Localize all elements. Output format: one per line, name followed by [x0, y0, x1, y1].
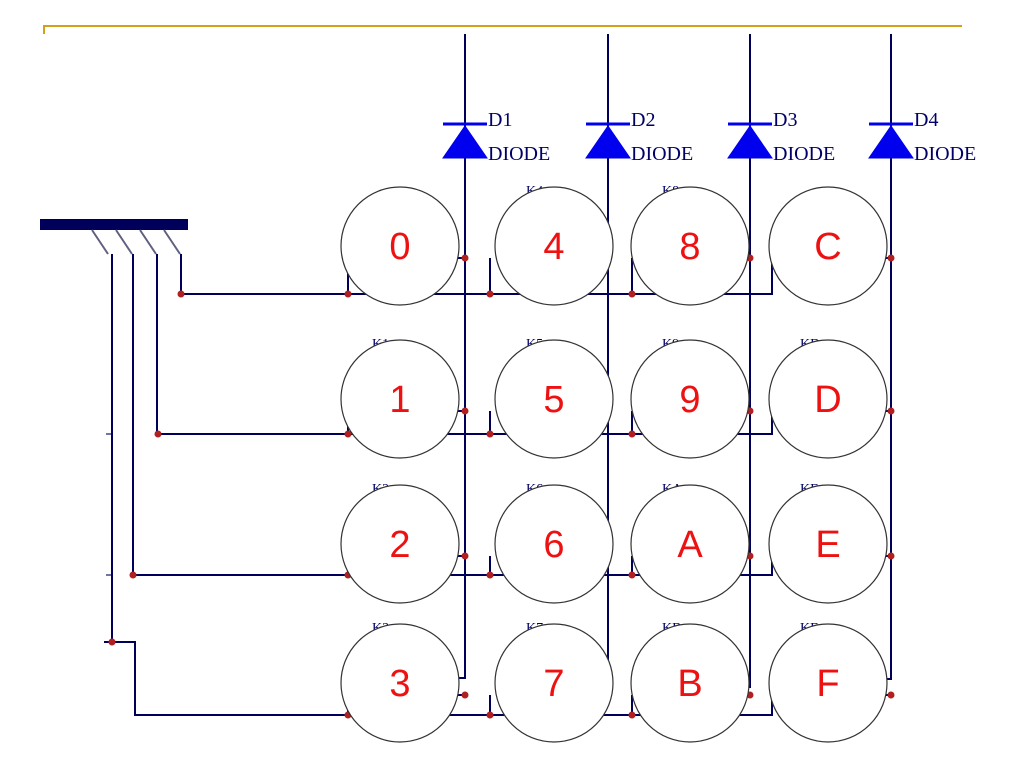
diode-ref-label: D4: [914, 109, 938, 131]
junction-dot: [486, 290, 494, 298]
junction-dot: [628, 430, 636, 438]
diode-value-label: DIODE: [773, 143, 835, 165]
key-label: B: [677, 663, 702, 705]
diode-triangle-icon: [585, 125, 631, 159]
junction-dot: [887, 254, 895, 262]
junction-dot: [887, 691, 895, 699]
key-circle: [494, 186, 614, 306]
key-6: 6: [494, 484, 614, 604]
key-circle: [768, 623, 888, 743]
bus-entry-4: [163, 229, 181, 255]
junction-dot: [344, 290, 352, 298]
key-label: 0: [389, 226, 410, 268]
key-circle: [630, 484, 750, 604]
junction-dot: [486, 430, 494, 438]
key-label: 8: [679, 226, 700, 268]
diode-triangle-icon: [868, 125, 914, 159]
key-2: 2: [340, 484, 460, 604]
key-label: 5: [543, 379, 564, 421]
key-label: A: [677, 524, 703, 566]
key-circle: [494, 339, 614, 459]
diode-value-label: DIODE: [488, 143, 550, 165]
key-5: 5: [494, 339, 614, 459]
junction-dot: [129, 571, 137, 579]
junction-dot: [108, 638, 116, 646]
key-F: F: [768, 623, 888, 743]
key-circle: [340, 623, 460, 743]
key-B: B: [630, 623, 750, 743]
junction-dot: [177, 290, 185, 298]
bus-entry-1: [91, 229, 109, 255]
key-label: D: [814, 379, 841, 421]
diode-ref-label: D3: [773, 109, 797, 131]
key-label: 4: [543, 226, 564, 268]
key-circle: [340, 339, 460, 459]
key-1: 1: [340, 339, 460, 459]
junction-dot: [461, 407, 469, 415]
key-E: E: [768, 484, 888, 604]
junction-dot: [461, 254, 469, 262]
junction-dot: [628, 571, 636, 579]
junction-dot: [486, 571, 494, 579]
key-circle: [340, 484, 460, 604]
diode-ref-label: D2: [631, 109, 655, 131]
key-label: 1: [389, 379, 410, 421]
junction-dot: [154, 430, 162, 438]
bus-entry-2: [115, 229, 133, 255]
key-circle: [768, 484, 888, 604]
diode-value-label: DIODE: [631, 143, 693, 165]
key-8: 8: [630, 186, 750, 306]
diode-triangle-icon: [442, 125, 488, 159]
key-label: 3: [389, 663, 410, 705]
key-label: 6: [543, 524, 564, 566]
key-C: C: [768, 186, 888, 306]
key-9: 9: [630, 339, 750, 459]
key-circle: [768, 339, 888, 459]
junction-dot: [628, 711, 636, 719]
bus-entry-3: [139, 229, 157, 255]
key-label: 9: [679, 379, 700, 421]
key-circle: [340, 186, 460, 306]
junction-dot: [887, 552, 895, 560]
key-circle: [768, 186, 888, 306]
column-wire-1: [457, 34, 466, 679]
key-0: 0: [340, 186, 460, 306]
key-7: 7: [494, 623, 614, 743]
key-4: 4: [494, 186, 614, 306]
junction-dot: [461, 552, 469, 560]
diode-value-label: DIODE: [914, 143, 976, 165]
key-label: 2: [389, 524, 410, 566]
key-A: A: [630, 484, 750, 604]
bus-bar: [40, 219, 188, 230]
key-circle: [494, 623, 614, 743]
header-rule: [43, 25, 962, 34]
key-circle: [630, 339, 750, 459]
key-3: 3: [340, 623, 460, 743]
junction-dot: [486, 711, 494, 719]
junction-dot: [887, 407, 895, 415]
key-circle: [494, 484, 614, 604]
junction-dot: [628, 290, 636, 298]
key-label: F: [816, 663, 839, 705]
junction-dots: [108, 254, 895, 719]
junction-dot: [344, 430, 352, 438]
key-D: D: [768, 339, 888, 459]
junction-dot: [461, 691, 469, 699]
key-circle: [630, 623, 750, 743]
key-circle: [630, 186, 750, 306]
diode-triangle-icon: [727, 125, 773, 159]
key-matrix: 0 4 8 C 1 5 9 D 2 6 A E 3 7 B F: [340, 186, 888, 743]
key-label: C: [814, 226, 841, 268]
key-label: 7: [543, 663, 564, 705]
diode-ref-label: D1: [488, 109, 512, 131]
key-label: E: [815, 524, 840, 566]
